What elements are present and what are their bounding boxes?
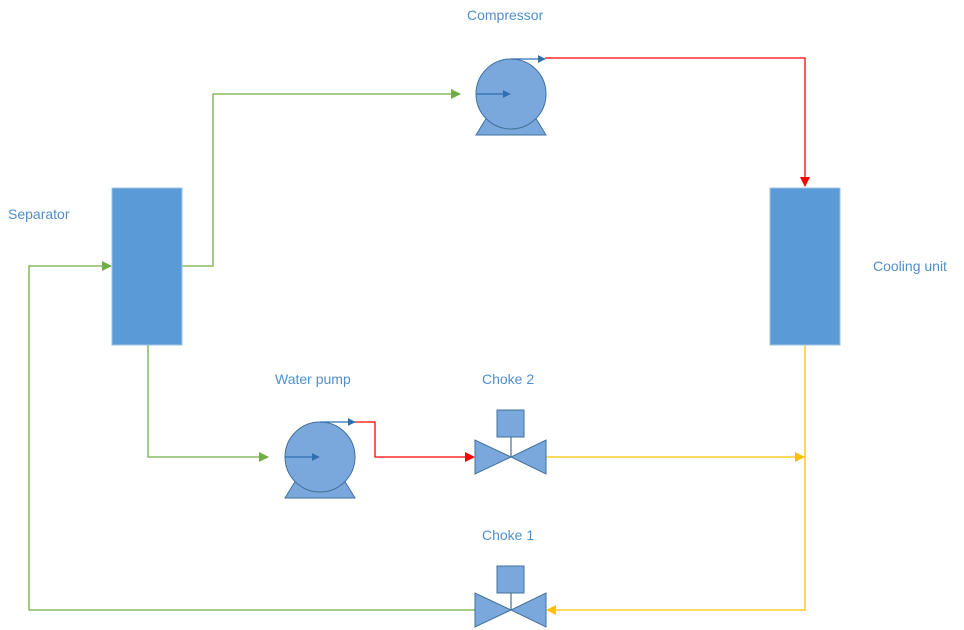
- separator-to-compressor-line: [182, 89, 461, 267]
- water-pump-label: Water pump: [275, 371, 351, 387]
- separator-vessel: [111, 187, 183, 346]
- cooling-unit-vessel: [769, 187, 841, 346]
- separator-label: Separator: [8, 206, 70, 222]
- cooling-unit-to-choke-1-line: [546, 345, 806, 615]
- compressor-symbol: [475, 55, 547, 136]
- choke-2-label: Choke 2: [482, 371, 535, 387]
- choke-1-to-separator-line: [28, 261, 475, 611]
- choke-2-valve: [474, 409, 547, 475]
- choke-1-valve: [474, 565, 547, 628]
- water-pump-symbol: [284, 418, 356, 499]
- compressor-to-cooling-unit-line: [545, 57, 810, 187]
- cooling-unit-label: Cooling unit: [873, 258, 947, 274]
- water-pump-to-choke-2-line: [355, 421, 475, 462]
- compressor-label: Compressor: [467, 7, 544, 23]
- separator-to-water-pump-line: [147, 345, 269, 462]
- choke-1-label: Choke 1: [482, 527, 535, 543]
